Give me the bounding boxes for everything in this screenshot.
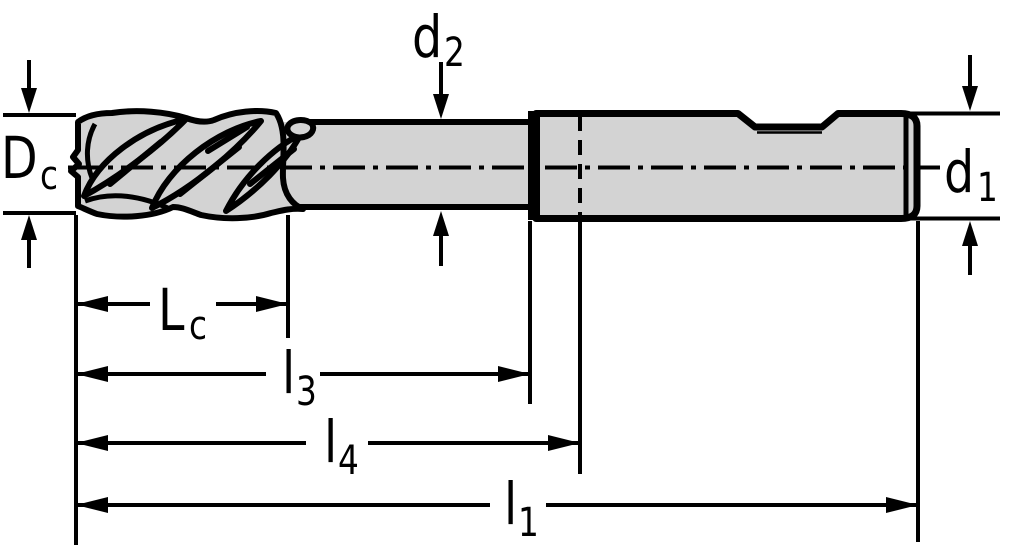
extension-lines <box>74 215 920 545</box>
l3-subscript: 3 <box>296 368 317 415</box>
arrow-down-icon <box>962 86 978 111</box>
arrow-right-icon <box>548 435 580 451</box>
flute-runout-curl <box>284 117 317 141</box>
helix-line-3 <box>205 124 250 154</box>
cutting-length-label: L <box>158 276 185 344</box>
arrow-right-icon <box>886 497 918 513</box>
l1-label: l <box>504 470 517 538</box>
l3-label: l <box>282 339 295 407</box>
arrow-left-icon <box>76 296 108 312</box>
dimension-cutting-diameter: D c <box>1 60 76 268</box>
neck-diameter-label: d <box>412 3 442 71</box>
dimension-shank-diameter: d 1 <box>905 55 1000 275</box>
neck-diameter-subscript: 2 <box>444 29 465 76</box>
arrow-down-icon <box>433 94 449 119</box>
flute-section <box>68 108 317 222</box>
arrow-right-icon <box>498 366 530 382</box>
helix-line-1 <box>107 139 164 187</box>
flute-bottom-curve <box>84 193 172 212</box>
l4-subscript: 4 <box>338 437 359 484</box>
arrow-down-icon <box>21 88 37 113</box>
shank-diameter-label: d <box>944 138 974 206</box>
neck-section <box>280 119 538 210</box>
arrow-left-icon <box>76 497 108 513</box>
dimension-l3: l 3 <box>76 339 530 415</box>
dimension-neck-diameter: d 2 <box>412 3 465 266</box>
dimension-l4: l 4 <box>76 408 580 484</box>
arrow-left-icon <box>76 435 108 451</box>
l4-label: l <box>324 408 337 476</box>
arrow-left-icon <box>76 366 108 382</box>
tool-body <box>68 108 940 222</box>
arrow-right-icon <box>256 296 288 312</box>
helix-line-2 <box>177 144 242 197</box>
arrow-up-icon <box>962 221 978 246</box>
cutting-length-subscript: c <box>189 302 207 349</box>
dimension-overall-length: l 1 <box>76 470 918 546</box>
neck-fill <box>280 122 538 207</box>
cutting-diameter-label: D <box>1 124 38 192</box>
l1-subscript: 1 <box>518 499 539 546</box>
arrow-up-icon <box>433 211 449 236</box>
shank-diameter-subscript: 1 <box>977 164 998 211</box>
cutting-diameter-subscript: c <box>40 152 58 199</box>
dimension-cutting-length: L c <box>76 276 288 349</box>
arrow-up-icon <box>21 215 37 240</box>
end-face-curve <box>85 122 98 179</box>
